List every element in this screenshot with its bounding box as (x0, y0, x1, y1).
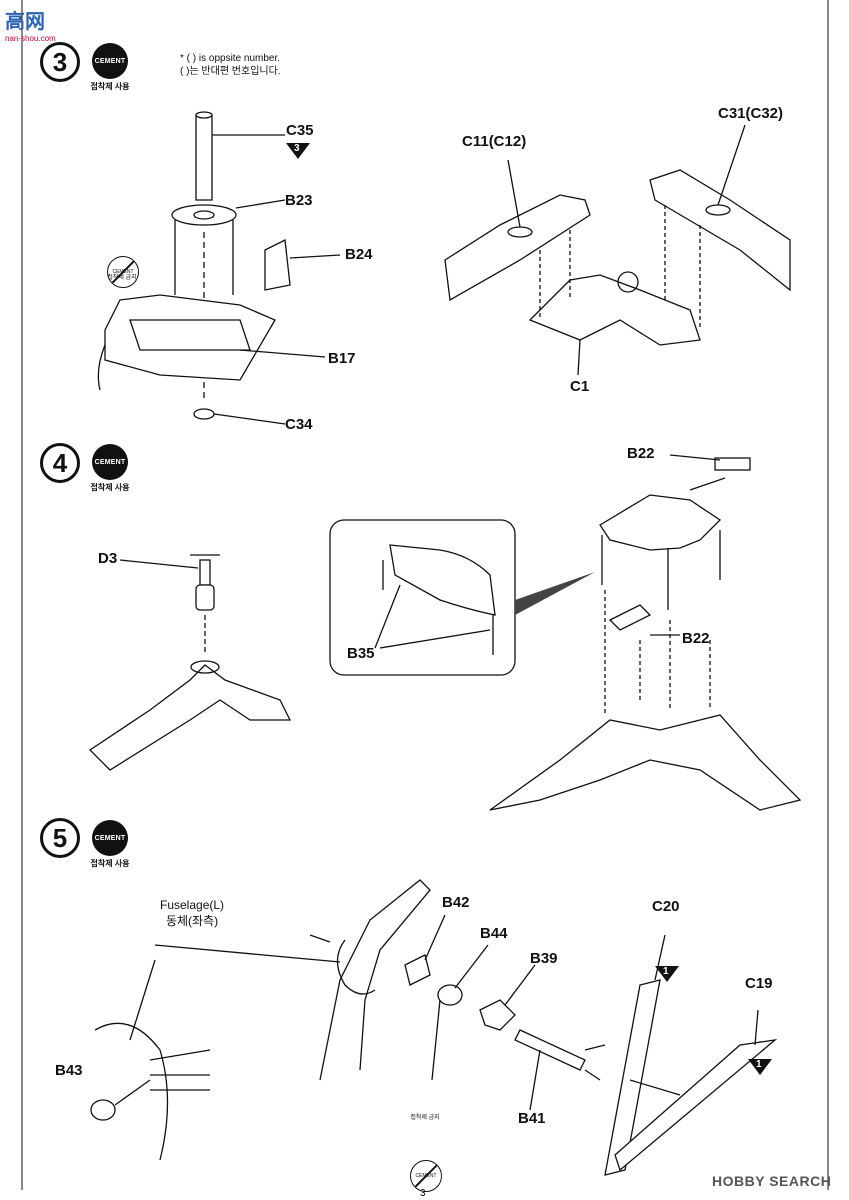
part-b41: B41 (518, 1110, 546, 1127)
part-b39: B39 (530, 950, 558, 967)
part-c19: C19 (745, 975, 773, 992)
part-b22-mid: B22 (682, 630, 710, 647)
part-b22-top: B22 (627, 445, 655, 462)
step-3-number: 3 (40, 42, 80, 82)
part-c34: C34 (285, 416, 313, 433)
hobby-search-watermark: HOBBY SEARCH (712, 1173, 832, 1189)
part-b44: B44 (480, 925, 508, 942)
part-c20: C20 (652, 898, 680, 915)
part-d3: D3 (98, 550, 118, 567)
step-5-number: 5 (40, 818, 80, 858)
page-number: 3 (420, 1188, 426, 1199)
part-c11: C11(C12) (462, 133, 527, 150)
cement-caption: 접착제 사용 (90, 483, 130, 492)
part-b24: B24 (345, 246, 373, 263)
sprue-ref-3: 3 (286, 143, 310, 159)
note-kr: ( )는 반대편 번호입니다. (180, 66, 281, 77)
sprue-ref-1: 1 (748, 1059, 772, 1075)
part-b35: B35 (347, 645, 375, 662)
part-b43: B43 (55, 1062, 83, 1079)
fuselage-label-kr: 동체(좌측) (165, 914, 219, 928)
part-c31: C31(C32) (718, 105, 784, 122)
no-cement-caption: 접착제 금지 (107, 275, 137, 281)
note-en: * ( ) is oppsite number. (180, 53, 281, 64)
part-c1: C1 (570, 378, 590, 395)
cement-caption: 접착제 사용 (90, 82, 130, 91)
no-cement-caption: 접착제 금지 (410, 1115, 440, 1121)
part-b42: B42 (442, 894, 470, 911)
sprue-ref-1: 1 (655, 966, 679, 982)
no-cement-icon: CEMENT (107, 256, 139, 288)
fuselage-label: Fuselage(L) 동체(좌측) (160, 898, 224, 929)
part-c35: C35 (286, 122, 314, 139)
no-cement-icon: CEMENT (410, 1160, 442, 1192)
opposite-note: * ( ) is oppsite number. ( )는 반대편 번호입니다. (180, 52, 281, 78)
fuselage-label-en: Fuselage(L) (160, 898, 225, 912)
logo-site: nan-shou.com (5, 34, 56, 43)
logo-char-1: 高 (5, 11, 25, 33)
cement-icon: CEMENT (92, 820, 128, 856)
cement-icon: CEMENT (92, 444, 128, 480)
site-logo: 高网 nan-shou.com (5, 5, 56, 43)
step-4-number: 4 (40, 443, 80, 483)
part-b17: B17 (328, 350, 356, 367)
cement-caption: 접착제 사용 (90, 859, 130, 868)
cement-icon: CEMENT (92, 43, 128, 79)
logo-char-2: 网 (25, 11, 45, 33)
part-b23: B23 (285, 192, 313, 209)
